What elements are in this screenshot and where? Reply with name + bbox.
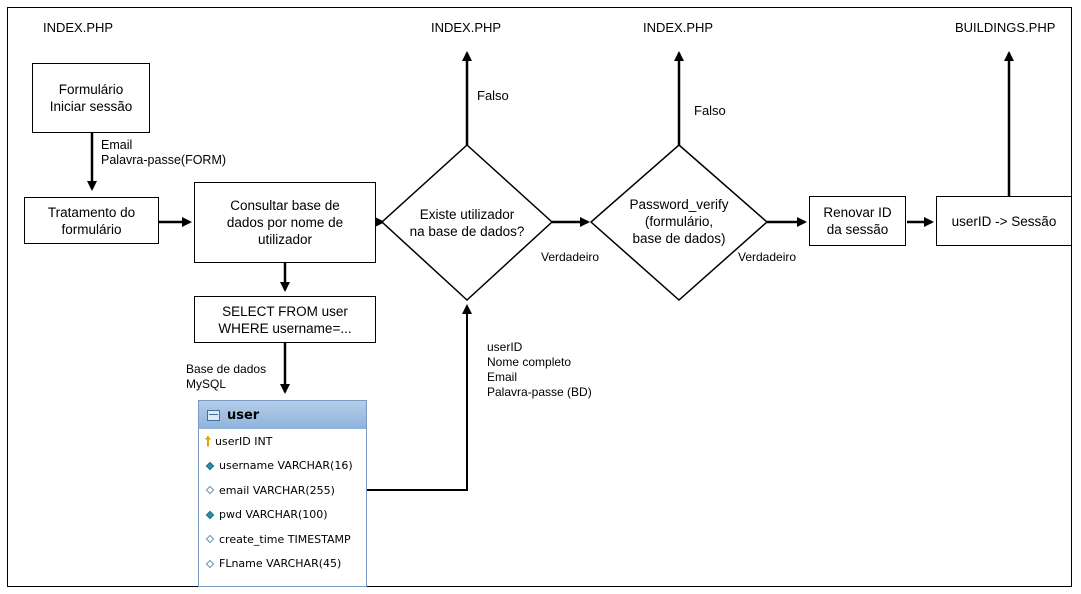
table-row: FLname VARCHAR(45) [199,552,366,577]
query-box: Consultar base de dados por nome de util… [194,182,376,263]
user-table: user † userID INT username VARCHAR(16) e… [198,400,367,587]
database-label: Base de dados MySQL [186,362,267,391]
decision-exists-shape [380,143,554,302]
page-label-buildings: BUILDINGS.PHP [955,20,1056,35]
true-label: Verdadeiro [738,250,797,264]
page-label-index: INDEX.PHP [431,20,502,35]
form-box: Formulário Iniciar sessão [32,63,150,133]
decision-exists-text: Existe utilizador na base de dados? [409,207,525,239]
column-name: FLname VARCHAR(45) [219,557,342,571]
table-row: email VARCHAR(255) [199,478,366,503]
filled-diamond-icon [205,510,215,519]
hollow-diamond-icon [205,486,215,495]
column-name: pwd VARCHAR(100) [219,508,328,522]
true-label: Verdadeiro [541,250,600,264]
filled-diamond-icon [205,461,215,470]
renew-session-box: Renovar ID da sessão [809,196,906,246]
decision-verify-shape [589,144,769,302]
user-table-header: user [199,401,366,429]
treatment-box: Tratamento do formulário [24,197,159,244]
select-query-box: SELECT FROM user WHERE username=... [194,296,376,343]
column-name: create_time TIMESTAMP [219,532,351,546]
arrow-table-to-exists [366,304,472,491]
table-row: username VARCHAR(16) [199,454,366,479]
table-row: † userID INT [199,429,366,454]
page-label-index: INDEX.PHP [43,20,114,35]
email-password-label: Email Palavra-passe(FORM) [101,138,227,167]
diagram-frame [7,7,1072,587]
false-label: Falso [694,103,726,118]
table-row: create_time TIMESTAMP [199,527,366,552]
page-label-index: INDEX.PHP [643,20,714,35]
session-box: userID -> Sessão [936,196,1072,246]
false-label: Falso [477,88,509,103]
column-name: userID INT [215,434,273,448]
column-name: username VARCHAR(16) [219,459,353,473]
returned-fields-label: userID Nome completo Email Palavra-passe… [487,340,592,399]
hollow-diamond-icon [205,559,215,568]
table-name: user [227,407,260,423]
table-row: pwd VARCHAR(100) [199,503,366,528]
hollow-diamond-icon [205,535,215,544]
key-icon: † [205,434,211,449]
table-icon [207,409,220,421]
column-name: email VARCHAR(255) [219,483,335,497]
decision-verify-text: Password_verify (formulário, base de dad… [629,197,729,246]
